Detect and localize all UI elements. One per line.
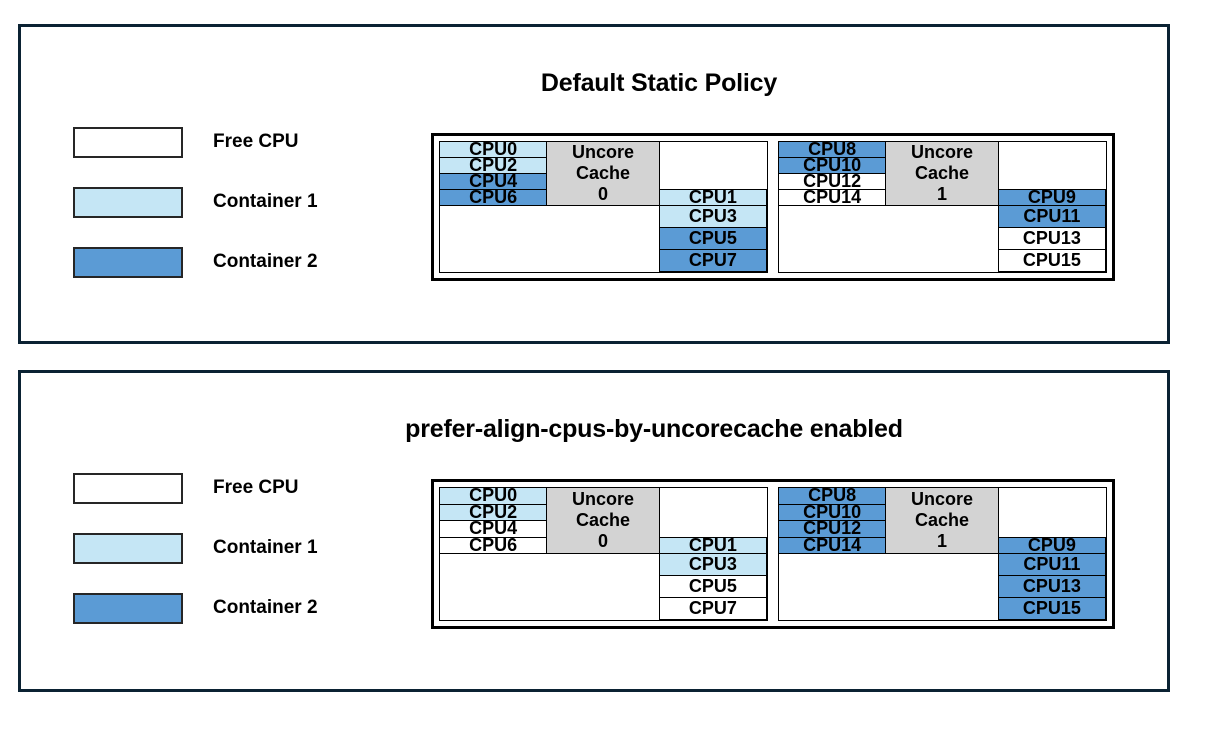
legend: Free CPU Container 1 Container 2 <box>73 126 318 307</box>
legend-swatch-container-2 <box>73 246 183 278</box>
cpu-cell: CPU10 <box>778 157 887 174</box>
cpu-cell: CPU9 <box>997 536 1106 554</box>
cpu-cell: CPU6 <box>439 189 548 206</box>
legend: Free CPU Container 1 Container 2 <box>73 472 318 653</box>
legend-item-free-cpu: Free CPU <box>73 472 318 504</box>
legend-swatch-container-2 <box>73 592 183 624</box>
cpu-cell: CPU11 <box>997 205 1106 228</box>
cpu-cell: CPU11 <box>997 553 1106 576</box>
cpu-cell: CPU12 <box>778 520 887 538</box>
uncore-cache-line-2: Cache <box>914 510 969 531</box>
uncore-cache-line-2: Cache <box>575 510 630 531</box>
cpu-cell: CPU15 <box>997 249 1106 272</box>
cpu-cell: CPU3 <box>658 553 767 576</box>
uncore-cache-line-1: Uncore <box>571 489 634 510</box>
legend-label-free-cpu: Free CPU <box>213 477 299 498</box>
cpu-cell: CPU15 <box>997 597 1106 620</box>
cpu-cell: CPU14 <box>778 189 887 206</box>
legend-label-container-2: Container 2 <box>213 597 318 618</box>
socket-uncore-cache-1: CPU8 CPU10 CPU12 CPU14 Uncore Cache 1 CP… <box>778 487 1107 621</box>
cpu-cell: CPU8 <box>778 141 887 158</box>
cpu-cell: CPU10 <box>778 503 887 521</box>
legend-item-container-2: Container 2 <box>73 592 318 624</box>
page-title: prefer-align-cpus-by-uncorecache enabled <box>405 415 903 443</box>
cpu-cell: CPU0 <box>439 141 548 158</box>
cpu-cell: CPU5 <box>658 227 767 250</box>
socket-uncore-cache-1: CPU8 CPU10 CPU12 CPU14 Uncore Cache 1 CP… <box>778 141 1107 273</box>
cpu-cell: CPU12 <box>778 173 887 190</box>
uncore-cache-block: Uncore Cache 0 <box>546 487 660 554</box>
cpu-cell: CPU7 <box>658 249 767 272</box>
uncore-cache-block: Uncore Cache 1 <box>885 141 999 206</box>
cpu-cell: CPU3 <box>658 205 767 228</box>
legend-swatch-container-1 <box>73 532 183 564</box>
cpu-cell: CPU14 <box>778 536 887 554</box>
cpu-cell: CPU13 <box>997 227 1106 250</box>
uncore-cache-index: 0 <box>597 183 608 204</box>
cpu-cell: CPU4 <box>439 173 548 190</box>
page-title: Default Static Policy <box>540 69 778 97</box>
uncore-cache-line-1: Uncore <box>571 142 634 163</box>
cpu-cell: CPU0 <box>439 487 548 505</box>
cpu-topology-diagram: CPU0 CPU2 CPU4 CPU6 Uncore Cache 0 CPU1 … <box>431 133 1115 281</box>
legend-label-container-2: Container 2 <box>213 251 318 272</box>
uncore-cache-index: 1 <box>936 183 947 204</box>
uncore-cache-line-2: Cache <box>575 163 630 184</box>
uncore-cache-line-1: Uncore <box>910 142 973 163</box>
legend-item-container-2: Container 2 <box>73 246 318 278</box>
uncore-cache-block: Uncore Cache 1 <box>885 487 999 554</box>
legend-swatch-container-1 <box>73 186 183 218</box>
uncore-cache-index: 1 <box>936 530 947 551</box>
cpu-cell: CPU9 <box>997 189 1106 206</box>
legend-item-container-1: Container 1 <box>73 186 318 218</box>
legend-label-free-cpu: Free CPU <box>213 131 299 152</box>
panel-default-static-policy: Default Static Policy Free CPU Container… <box>18 24 1170 344</box>
cpu-cell: CPU1 <box>658 189 767 206</box>
cpu-topology-diagram: CPU0 CPU2 CPU4 CPU6 Uncore Cache 0 CPU1 … <box>431 479 1115 629</box>
cpu-cell: CPU7 <box>658 597 767 620</box>
cpu-cell: CPU5 <box>658 575 767 598</box>
legend-label-container-1: Container 1 <box>213 191 318 212</box>
legend-swatch-free-cpu <box>73 126 183 158</box>
cpu-cell: CPU8 <box>778 487 887 505</box>
cpu-cell: CPU6 <box>439 536 548 554</box>
legend-item-free-cpu: Free CPU <box>73 126 318 158</box>
cpu-cell: CPU2 <box>439 157 548 174</box>
cpu-cell: CPU4 <box>439 520 548 538</box>
uncore-cache-block: Uncore Cache 0 <box>546 141 660 206</box>
legend-item-container-1: Container 1 <box>73 532 318 564</box>
cpu-cell: CPU2 <box>439 503 548 521</box>
panel-prefer-align-cpus-by-uncorecache: prefer-align-cpus-by-uncorecache enabled… <box>18 370 1170 692</box>
socket-uncore-cache-0: CPU0 CPU2 CPU4 CPU6 Uncore Cache 0 CPU1 … <box>439 141 768 273</box>
cpu-cell: CPU13 <box>997 575 1106 598</box>
socket-uncore-cache-0: CPU0 CPU2 CPU4 CPU6 Uncore Cache 0 CPU1 … <box>439 487 768 621</box>
legend-label-container-1: Container 1 <box>213 537 318 558</box>
uncore-cache-line-2: Cache <box>914 163 969 184</box>
uncore-cache-index: 0 <box>597 530 608 551</box>
cpu-cell: CPU1 <box>658 536 767 554</box>
legend-swatch-free-cpu <box>73 472 183 504</box>
uncore-cache-line-1: Uncore <box>910 489 973 510</box>
